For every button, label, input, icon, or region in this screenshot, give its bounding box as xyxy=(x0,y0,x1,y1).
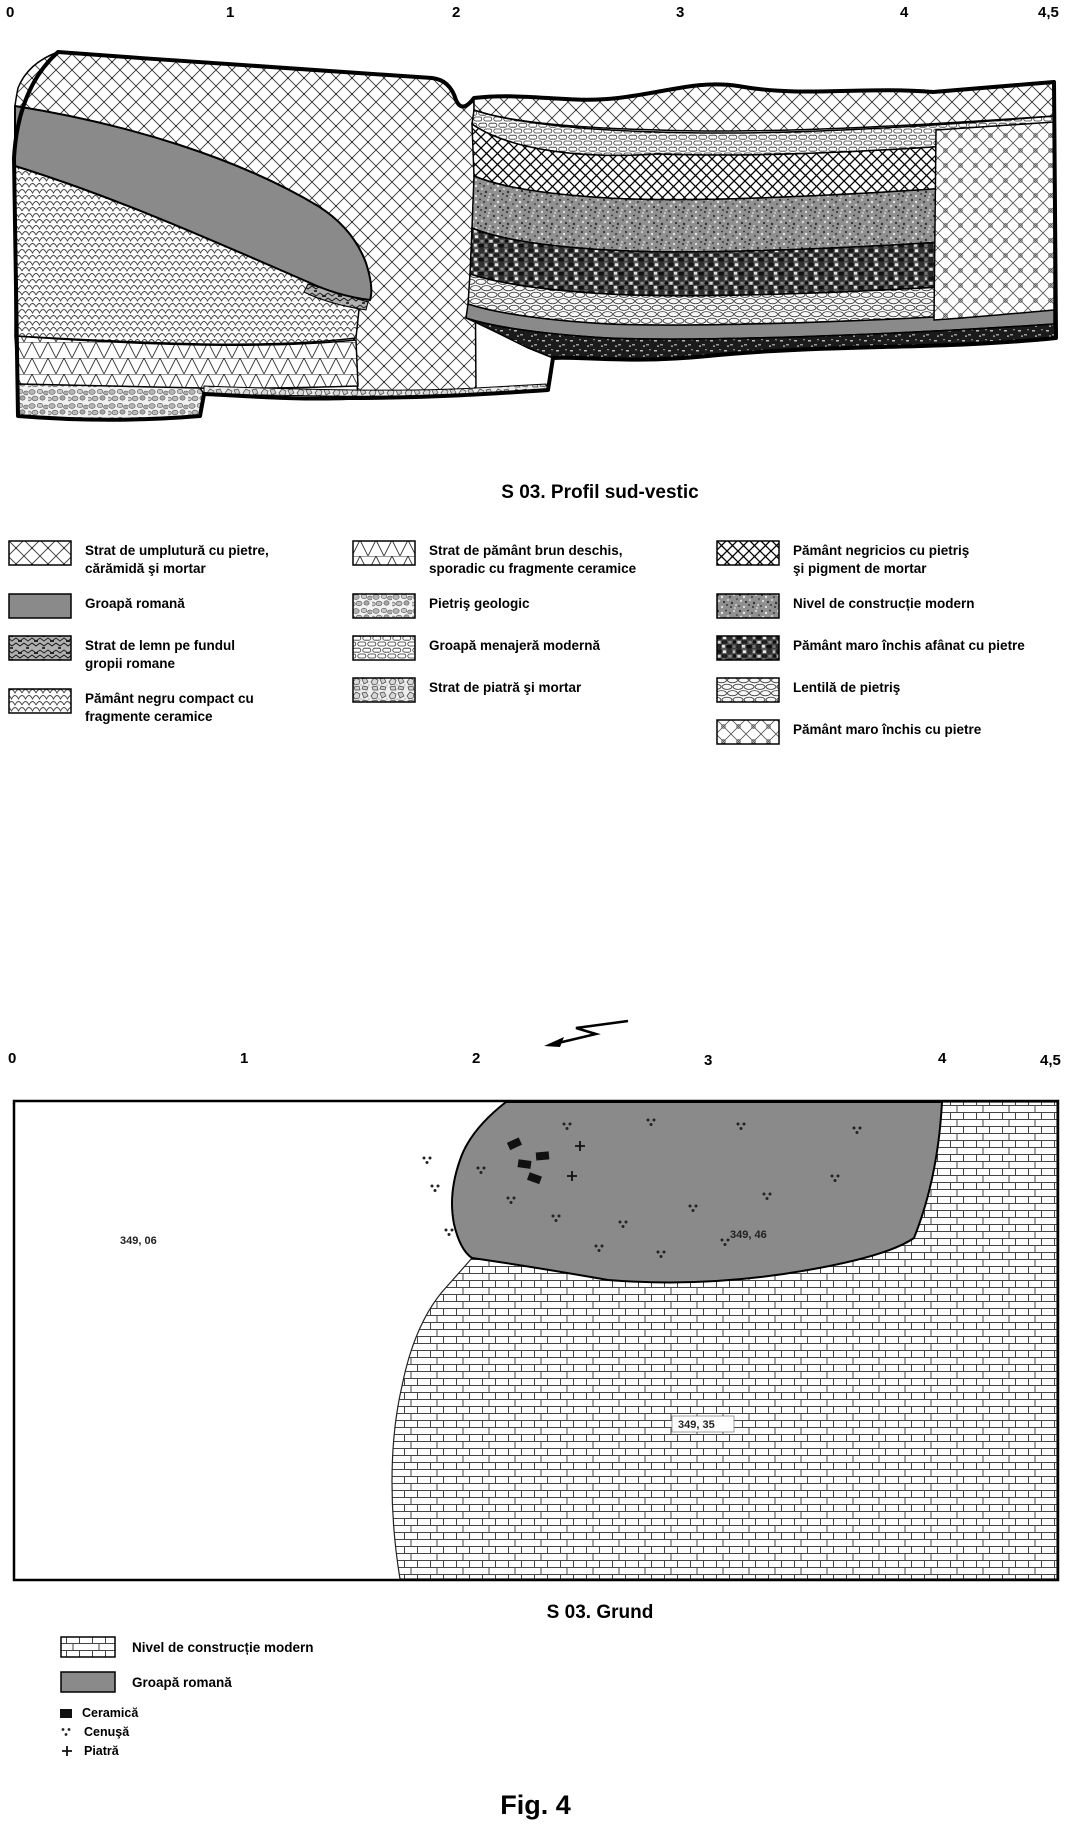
plan-drawing: 349, 06 349, 46 349, 35 xyxy=(12,1099,1060,1582)
plan-title: S 03. Grund xyxy=(546,1602,654,1623)
legend-label: Piatră xyxy=(84,1744,119,1758)
layer-maro-pietre xyxy=(933,121,1055,321)
stone-symbol-icon xyxy=(62,1746,72,1756)
legend-item: Lentilă de pietriş xyxy=(716,677,1066,703)
legend-item: Pietriş geologic xyxy=(352,593,702,619)
legend-item: Nivel de construcție modern xyxy=(716,593,1066,619)
ash-symbol-icon xyxy=(61,1728,71,1736)
north-arrow-icon xyxy=(544,1019,629,1047)
ruler-top-2: 2 xyxy=(452,4,461,21)
legend-swatch-constructie xyxy=(716,593,780,619)
legend-label: Pământ negru compact cu fragmente cerami… xyxy=(85,691,254,724)
legend-swatch-brun-deschis xyxy=(352,540,416,566)
ruler-top-3: 3 xyxy=(676,4,685,21)
plan-ceramic-symbols xyxy=(506,1137,550,1185)
legend-item: Strat de pământ brun deschis, sporadic c… xyxy=(352,540,702,577)
legend-label: Strat de piatră şi mortar xyxy=(429,680,582,696)
elevation-label-lower: 349, 35 xyxy=(678,1419,715,1431)
legend-swatch-negru-compact xyxy=(8,688,72,714)
plan-stone-symbols xyxy=(567,1141,585,1181)
legend-item: Nivel de construcție modern xyxy=(60,1636,314,1658)
legend-item: Strat de piatră şi mortar xyxy=(352,677,702,703)
ruler-top-45: 4,5 xyxy=(1038,4,1059,21)
elevation-label-left: 349, 06 xyxy=(120,1235,157,1247)
legend-item: Strat de umplutură cu pietre, cărămidă ş… xyxy=(8,540,348,577)
profile-title: S 03. Profil sud-vestic xyxy=(501,482,699,503)
legend-label: Nivel de construcție modern xyxy=(132,1639,314,1655)
legend-swatch-maro-afanat xyxy=(716,635,780,661)
legend-item: Ceramică xyxy=(60,1706,314,1720)
profile-outline xyxy=(12,50,1058,422)
ruler-bottom-0: 0 xyxy=(8,1050,17,1067)
legend-swatch-menajera xyxy=(352,635,416,661)
legend-label: Pietriş geologic xyxy=(429,596,530,612)
legend-label: Groapă menajeră modernă xyxy=(429,638,601,654)
legend-label: Cenuşă xyxy=(84,1725,130,1739)
legend-item: Strat de lemn pe fundul gropii romane xyxy=(8,635,348,672)
ruler-top-1: 1 xyxy=(226,4,235,21)
legend-item: Groapă romană xyxy=(60,1671,314,1693)
legend-swatch-groapa-romana-plan xyxy=(60,1671,116,1693)
legend-item: Groapă romană xyxy=(8,593,348,619)
legend-label: Groapă romană xyxy=(85,596,185,612)
plan-legend: Nivel de construcție modern Groapă roman… xyxy=(60,1636,314,1763)
ruler-bottom-1: 1 xyxy=(240,1050,249,1067)
ruler-bottom-45: 4,5 xyxy=(1040,1052,1061,1069)
legend-swatch-negricios xyxy=(716,540,780,566)
legend-label: Groapă romană xyxy=(132,1674,232,1690)
profile-drawing xyxy=(12,50,1058,422)
legend-swatch-umplutura xyxy=(8,540,72,566)
legend-swatch-maro-pietre xyxy=(716,719,780,745)
legend-item: Pământ negru compact cu fragmente cerami… xyxy=(8,688,348,725)
legend-swatch-piatra-mortar xyxy=(352,677,416,703)
elevation-label-lower-group: 349, 35 xyxy=(671,1415,735,1433)
ruler-top-4: 4 xyxy=(900,4,909,21)
legend-label: Ceramică xyxy=(82,1706,139,1720)
ruler-bottom-4: 4 xyxy=(938,1050,947,1067)
ruler-bottom-3: 3 xyxy=(704,1052,713,1069)
ruler-bottom-2: 2 xyxy=(472,1050,481,1067)
plan-pit-gray-region xyxy=(451,1101,944,1284)
legend-item: Pământ maro închis afânat cu pietre xyxy=(716,635,1066,661)
profile-legend-col3: Pământ negricios cu pietriş şi pigment d… xyxy=(716,540,1066,761)
legend-item: Piatră xyxy=(60,1744,314,1758)
legend-swatch-lentila xyxy=(716,677,780,703)
legend-label: Strat de lemn pe fundul gropii romane xyxy=(85,638,236,671)
elevation-label-right: 349, 46 xyxy=(730,1229,767,1241)
profile-legend-col1: Strat de umplutură cu pietre, cărămidă ş… xyxy=(8,540,348,741)
legend-item: Cenuşă xyxy=(60,1725,314,1739)
ruler-top-0: 0 xyxy=(6,4,15,21)
legend-item: Pământ maro închis cu pietre xyxy=(716,719,1066,745)
legend-label: Pământ maro închis cu pietre xyxy=(793,722,982,738)
legend-swatch-brick xyxy=(60,1636,116,1658)
legend-item: Groapă menajeră modernă xyxy=(352,635,702,661)
legend-label: Pământ negricios cu pietriş şi pigment d… xyxy=(793,543,970,576)
layer-groapa-romana xyxy=(14,104,373,302)
profile-legend-col2: Strat de pământ brun deschis, sporadic c… xyxy=(352,540,702,719)
legend-label: Strat de umplutură cu pietre, cărămidă ş… xyxy=(85,543,269,576)
layer-brun-deschis xyxy=(14,335,359,389)
figure-caption: Fig. 4 xyxy=(500,1790,571,1820)
layer-pietris-geologic xyxy=(17,383,205,421)
legend-label: Pământ maro închis afânat cu pietre xyxy=(793,638,1025,654)
legend-swatch-pietris xyxy=(352,593,416,619)
legend-label: Nivel de construcție modern xyxy=(793,596,975,612)
legend-swatch-groapa-romana xyxy=(8,593,72,619)
legend-label: Lentilă de pietriş xyxy=(793,680,901,696)
legend-item: Pământ negricios cu pietriş şi pigment d… xyxy=(716,540,1066,577)
plan-border xyxy=(12,1099,1060,1582)
legend-swatch-lemn xyxy=(8,635,72,661)
legend-label: Strat de pământ brun deschis, sporadic c… xyxy=(429,543,637,576)
ceramic-symbol-icon xyxy=(60,1708,72,1718)
